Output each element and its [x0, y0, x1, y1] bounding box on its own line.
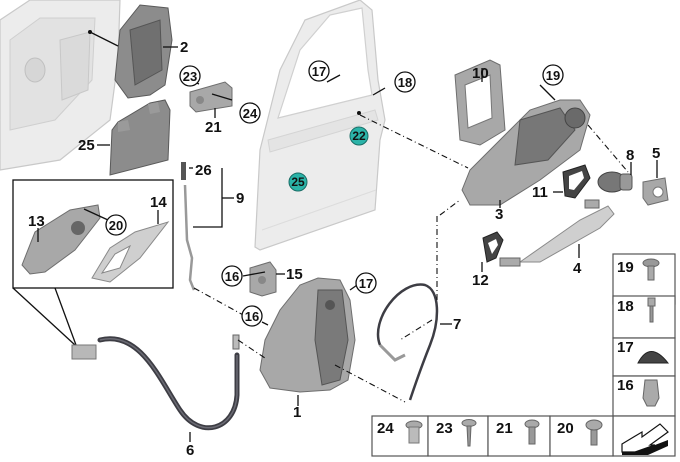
part-7-bowden-cable — [376, 215, 452, 401]
part-25-trim-cover — [97, 99, 171, 176]
svg-text:23: 23 — [183, 69, 197, 84]
svg-text:17: 17 — [312, 64, 326, 79]
door-outer-panel — [254, 0, 469, 251]
svg-text:17: 17 — [359, 276, 373, 291]
callout-7: 7 — [453, 316, 461, 333]
table-label-17: 17 — [617, 339, 634, 356]
part-2-door-module — [88, 4, 178, 99]
callout-9: 9 — [236, 190, 244, 207]
callout-15: 15 — [286, 266, 303, 283]
callout-4: 4 — [573, 260, 582, 277]
part-11-gasket — [553, 164, 591, 199]
callout-3: 3 — [495, 206, 503, 223]
part-10-handle-bracket — [454, 59, 506, 146]
table-label-20: 20 — [557, 420, 574, 437]
callout-10: 10 — [472, 65, 489, 82]
svg-text:16: 16 — [245, 309, 259, 324]
part-26-rod — [181, 162, 246, 317]
table-label-16: 16 — [617, 377, 634, 394]
callout-24: 24 — [239, 102, 261, 124]
callout-17-window: 17 — [308, 60, 330, 82]
callout-14: 14 — [150, 194, 167, 211]
part-5-cap — [642, 160, 669, 206]
callout-22: 21 — [205, 119, 222, 136]
part-1-door-lock — [259, 277, 406, 406]
svg-text:25: 25 — [291, 175, 305, 189]
part-4-exterior-handle — [499, 199, 615, 267]
part-12-handle-seal — [481, 231, 504, 272]
table-label-18: 18 — [617, 298, 634, 315]
callout-19: 16 — [221, 265, 243, 287]
callout-16: 16 — [241, 305, 263, 327]
callout-22-teal: 22 — [349, 126, 369, 146]
table-label-23: 23 — [436, 420, 453, 437]
callout-25-teal: 25 — [288, 172, 308, 192]
callout-18: 19 — [542, 64, 564, 86]
callout-20: 17 — [355, 272, 377, 294]
callout-1: 1 — [293, 404, 301, 421]
fastener-table-right — [612, 253, 676, 457]
callout-6: 6 — [186, 442, 194, 459]
part-6-bowden-cable — [71, 334, 266, 442]
callout-26: 26 — [195, 162, 212, 179]
callout-5: 5 — [652, 145, 660, 162]
svg-text:22: 22 — [352, 129, 366, 143]
svg-text:18: 18 — [398, 75, 412, 90]
door-inner-panel — [0, 0, 121, 171]
svg-text:20: 20 — [109, 218, 123, 233]
table-label-21: 21 — [496, 420, 513, 437]
callout-17-door: 18 — [394, 71, 416, 93]
svg-text:16: 16 — [225, 269, 239, 284]
svg-text:24: 24 — [243, 106, 258, 121]
inner-handle-detail-box — [12, 179, 174, 346]
callout-21: 20 — [105, 214, 127, 236]
callout-13: 13 — [28, 213, 45, 230]
part-3-handle-carrier — [439, 84, 591, 216]
callout-8: 8 — [626, 147, 634, 164]
fastener-table-bottom — [371, 415, 614, 457]
part-22-bracket — [189, 79, 233, 118]
fastener-table-labels: 19 18 17 16 24 23 21 20 — [377, 259, 634, 437]
table-label-19: 19 — [617, 259, 634, 276]
callout-23: 23 — [179, 65, 201, 87]
callout-2: 2 — [180, 39, 188, 56]
callout-12: 12 — [472, 272, 489, 289]
part-8-lock-cylinder — [587, 124, 633, 193]
callout-labels: 2 25 21 26 9 15 1 6 7 10 3 11 8 5 4 12 1… — [28, 39, 660, 459]
callout-25: 25 — [78, 137, 95, 154]
callout-11: 11 — [532, 184, 548, 201]
part-15-striker — [242, 261, 285, 297]
svg-text:19: 19 — [546, 68, 560, 83]
table-label-24: 24 — [377, 420, 394, 437]
